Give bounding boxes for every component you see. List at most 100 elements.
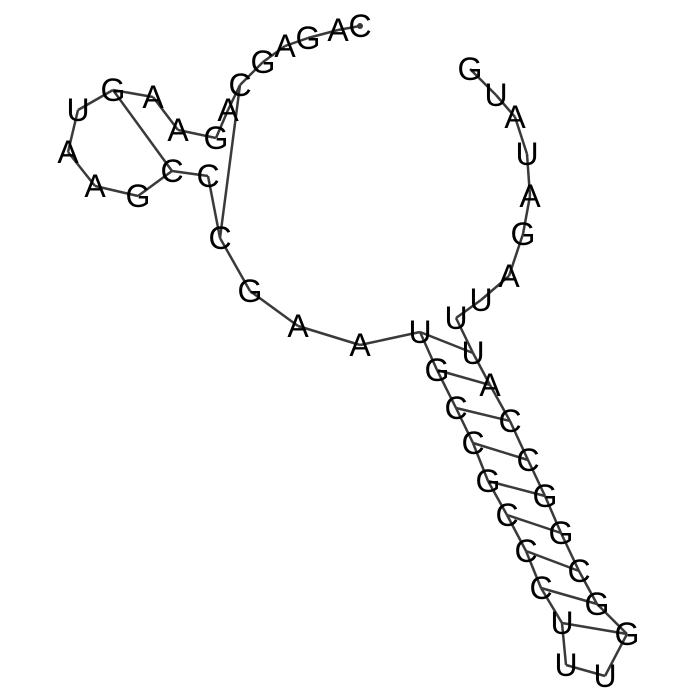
backbone-segment xyxy=(177,128,217,140)
nucleotide-G: G xyxy=(511,216,536,252)
backbone-segment xyxy=(521,195,532,235)
five-prime-marker xyxy=(357,23,363,29)
backbone-segment xyxy=(218,237,252,292)
base-pair-bond xyxy=(506,513,562,535)
nucleotide-A: A xyxy=(217,92,239,128)
backbone-segment xyxy=(307,28,339,40)
backbone-segment xyxy=(337,24,361,32)
backbone-segment xyxy=(603,633,629,677)
nucleotide-G: G xyxy=(549,515,574,551)
nucleotide-A: A xyxy=(519,178,541,214)
nucleotide-G: G xyxy=(251,44,276,80)
backbone-segment xyxy=(539,587,564,624)
backbone-segment xyxy=(359,330,421,347)
backbone-segment xyxy=(77,88,114,112)
backbone-segment xyxy=(507,233,525,277)
backbone-segment xyxy=(226,84,242,111)
base-pair-bond xyxy=(472,441,529,462)
nucleotide-U: U xyxy=(484,77,507,113)
backbone-segment xyxy=(524,550,543,589)
backbone-segment xyxy=(152,96,179,131)
backbone-segment xyxy=(262,44,286,64)
backbone-segment xyxy=(505,514,528,552)
base-pair-bond xyxy=(525,549,580,573)
backbone-segment xyxy=(469,68,497,96)
nucleotide-G: G xyxy=(476,463,501,499)
backbone-segment xyxy=(66,109,80,153)
nucleotide-C: C xyxy=(567,553,590,589)
nucleotide-A: A xyxy=(498,258,520,294)
base-pair-bond xyxy=(540,586,598,606)
backbone-lines xyxy=(66,23,629,678)
nucleotide-G: G xyxy=(615,616,640,652)
base-pair-bond xyxy=(487,479,546,498)
backbone-segment xyxy=(488,384,512,422)
backbone-segment xyxy=(214,109,230,139)
nucleotide-A: A xyxy=(504,99,526,135)
backbone-segment xyxy=(137,169,173,198)
nucleotide-C: C xyxy=(495,497,518,533)
nucleotide-A: A xyxy=(479,367,501,403)
nucleotide-C: C xyxy=(461,425,484,461)
backbone-segment xyxy=(455,298,482,320)
nucleotide-C: C xyxy=(444,390,467,426)
base-pair-bond xyxy=(218,84,242,239)
nucleotide-A: A xyxy=(167,112,189,148)
nucleotide-A: A xyxy=(57,134,79,170)
nucleotide-G: G xyxy=(458,51,483,87)
nucleotide-C: C xyxy=(514,533,537,569)
base-pair-bond xyxy=(111,89,174,172)
nucleotide-G: G xyxy=(101,72,126,108)
backbone-segment xyxy=(495,94,516,118)
nucleotide-G: G xyxy=(126,178,151,214)
nucleotide-C: C xyxy=(516,442,539,478)
nucleotide-A: A xyxy=(287,308,309,344)
nucleotide-U: U xyxy=(408,314,431,350)
backbone-segment xyxy=(249,289,299,328)
nucleotide-C: C xyxy=(208,220,231,256)
backbone-segment xyxy=(560,622,568,666)
nucleotide-U: U xyxy=(444,300,467,336)
backbone-segment xyxy=(480,275,510,301)
backbone-segment xyxy=(526,459,547,497)
nucleotide-U: U xyxy=(469,282,492,318)
base-pair-bond xyxy=(561,621,628,636)
nucleotide-G: G xyxy=(425,352,450,388)
nucleotide-C: C xyxy=(228,67,251,103)
backbone-segment xyxy=(206,175,222,239)
base-pair-bond xyxy=(436,368,491,387)
nucleotide-U: U xyxy=(593,658,616,694)
nucleotide-U: U xyxy=(515,136,538,172)
backbone-segment xyxy=(486,480,509,516)
backbone-segment xyxy=(284,36,309,48)
backbone-segment xyxy=(454,317,475,354)
nucleotide-A: A xyxy=(349,327,371,363)
backbone-segment xyxy=(471,352,492,386)
nucleotide-G: G xyxy=(533,478,558,514)
nucleotide-C: C xyxy=(348,8,371,44)
nucleotide-A: A xyxy=(274,28,296,64)
backbone-segment xyxy=(596,603,628,635)
backbone-segment xyxy=(239,61,264,86)
backbone-segment xyxy=(577,570,599,605)
backbone-segment xyxy=(525,153,532,197)
base-pair-lines xyxy=(111,84,628,636)
backbone-segment xyxy=(543,495,563,534)
nucleotide-C: C xyxy=(196,158,219,194)
backbone-segment xyxy=(418,331,439,371)
nucleotide-G: G xyxy=(296,20,321,56)
backbone-segment xyxy=(559,532,581,572)
backbone-segment xyxy=(67,151,96,187)
nucleotide-A: A xyxy=(84,168,106,204)
nucleotide-G: G xyxy=(238,273,263,309)
nucleotide-C: C xyxy=(160,153,183,189)
nucleotide-C: C xyxy=(529,570,552,606)
nucleotide-U: U xyxy=(550,605,573,641)
backbone-segment xyxy=(112,88,154,99)
nucleotide-G: G xyxy=(585,586,610,622)
nucleotide-A: A xyxy=(327,12,349,48)
backbone-segment xyxy=(565,663,606,678)
backbone-segment xyxy=(297,324,361,347)
nucleotide-C: C xyxy=(498,403,521,439)
